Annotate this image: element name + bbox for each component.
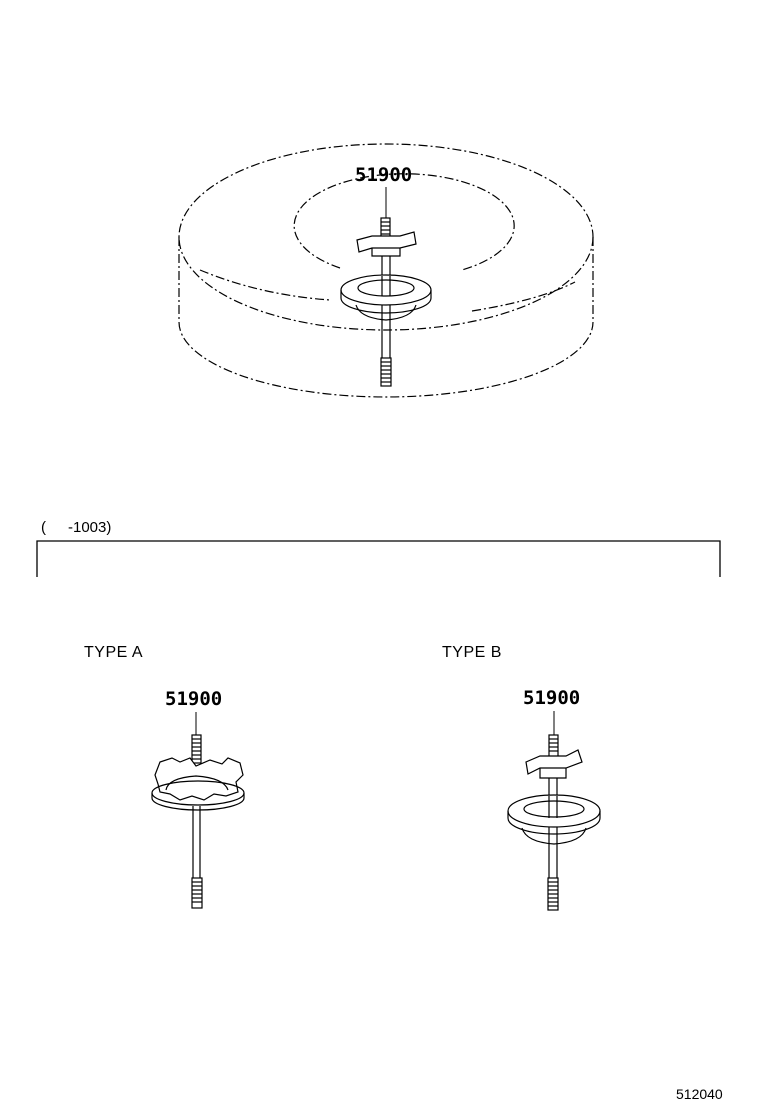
part-number-type-a[interactable]: 51900 [165, 688, 223, 710]
section-bracket [36, 540, 721, 577]
type-b-label: TYPE B [442, 644, 502, 661]
part-number-main[interactable]: 51900 [355, 164, 413, 186]
type-a-label: TYPE A [84, 644, 144, 661]
range-open-paren: ( [41, 519, 46, 536]
illustration-number: 512040 [676, 1086, 723, 1102]
hold-down-bolt-type-b [507, 711, 601, 911]
hold-down-bolt-main [340, 217, 432, 387]
spare-tire-outline [178, 143, 594, 398]
part-number-type-b[interactable]: 51900 [523, 687, 581, 709]
production-range: -1003) [68, 519, 112, 536]
hold-down-bolt-type-a [151, 712, 245, 909]
